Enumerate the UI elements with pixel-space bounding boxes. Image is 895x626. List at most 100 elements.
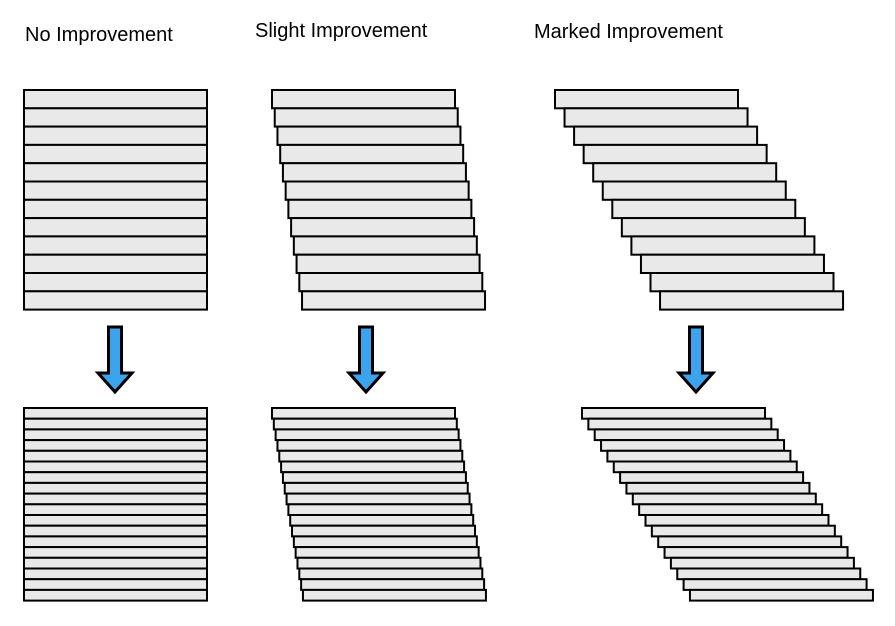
stack-bar xyxy=(676,567,862,581)
stack-bar xyxy=(291,524,477,538)
stack-bar xyxy=(657,535,843,549)
stack-bar xyxy=(592,162,778,183)
marked-improvement-bottom-stack xyxy=(581,407,874,602)
no-improvement-bottom-stack xyxy=(23,407,208,602)
stack-bar xyxy=(23,125,208,146)
stack-bar xyxy=(23,503,208,516)
stack-bar xyxy=(292,235,478,256)
stack-bar xyxy=(296,556,482,570)
stack-bar xyxy=(278,449,464,463)
stack-bar xyxy=(625,481,811,495)
stack-bar xyxy=(554,89,739,110)
stack-bar xyxy=(279,143,465,165)
stack-bar xyxy=(23,492,208,506)
stack-bar xyxy=(23,514,208,527)
stack-bar xyxy=(659,290,845,311)
stack-bar xyxy=(292,535,478,549)
stack-bar xyxy=(271,407,456,420)
slight-improvement-bottom-stack xyxy=(271,407,487,602)
panel-title-slight-improvement: Slight Improvement xyxy=(255,20,428,42)
slight-improvement-top-stack xyxy=(271,89,487,311)
stack-bar xyxy=(23,524,208,538)
stack-bar xyxy=(639,253,825,274)
stack-bar xyxy=(23,567,208,581)
stack-bar xyxy=(631,492,817,506)
no-improvement-top-stack xyxy=(23,89,208,311)
stack-bar xyxy=(23,180,208,201)
stack-bar xyxy=(23,162,208,183)
stack-bar xyxy=(23,535,208,549)
stack-bar xyxy=(23,428,208,442)
stack-bar xyxy=(276,439,462,452)
stack-bar xyxy=(23,143,208,165)
stack-bar xyxy=(593,428,779,442)
marked-improvement-top-stack xyxy=(554,89,845,311)
stack-bar xyxy=(23,253,208,274)
stack-bar xyxy=(295,253,481,274)
stack-bar xyxy=(300,578,486,591)
stack-bar xyxy=(587,417,773,431)
stack-bar xyxy=(611,198,797,220)
stack-bar xyxy=(301,588,487,602)
stack-bar xyxy=(23,417,208,431)
stack-bar xyxy=(287,198,473,220)
stack-bar xyxy=(23,89,208,110)
stack-bar xyxy=(301,290,487,311)
stack-bar xyxy=(298,567,484,581)
stack-bar xyxy=(23,578,208,591)
stack-bar xyxy=(287,503,473,516)
stack-bar xyxy=(638,503,824,516)
stack-bar xyxy=(23,217,208,238)
stack-bar xyxy=(290,217,476,238)
stack-bar xyxy=(563,107,749,128)
stack-bar xyxy=(23,546,208,559)
stack-bar xyxy=(23,235,208,256)
stack-bar xyxy=(23,272,208,293)
stack-bar xyxy=(271,89,456,110)
stack-bar xyxy=(23,460,208,474)
stack-bar xyxy=(23,471,208,484)
stack-bar xyxy=(682,578,868,591)
stack-bar xyxy=(23,481,208,495)
stack-bar xyxy=(644,514,830,527)
stack-bar xyxy=(284,180,470,201)
stack-bar xyxy=(298,272,484,293)
no-improvement-down-arrow-icon xyxy=(94,325,136,395)
stack-bar xyxy=(23,290,208,311)
stack-bar xyxy=(612,460,798,474)
stack-bar xyxy=(601,180,787,201)
stack-bar xyxy=(620,217,806,238)
stack-bar xyxy=(649,272,835,293)
stack-bar xyxy=(23,588,208,602)
panel-title-no-improvement: No Improvement xyxy=(25,24,173,46)
stack-bar xyxy=(280,460,466,474)
stack-bar xyxy=(274,428,460,442)
stack-bar xyxy=(23,556,208,570)
stack-bar xyxy=(582,143,768,165)
stack-bar xyxy=(294,546,480,559)
stack-bar xyxy=(272,417,458,431)
stack-bar xyxy=(619,471,805,484)
stack-bar xyxy=(276,125,462,146)
stack-bar xyxy=(283,481,469,495)
stack-bar xyxy=(281,162,467,183)
stack-bar xyxy=(23,439,208,452)
marked-improvement-down-arrow-icon xyxy=(675,325,717,395)
stack-bar xyxy=(573,125,759,146)
slight-improvement-down-arrow-icon xyxy=(345,325,387,395)
stack-bar xyxy=(273,107,459,128)
stack-bar xyxy=(581,407,766,420)
stack-bar xyxy=(650,524,836,538)
panel-title-marked-improvement: Marked Improvement xyxy=(534,21,723,43)
stack-bar xyxy=(23,198,208,220)
stack-bar xyxy=(630,235,816,256)
stack-bar xyxy=(289,514,475,527)
stack-bar xyxy=(23,407,208,420)
stack-bar xyxy=(285,492,471,506)
stack-bar xyxy=(23,449,208,463)
stack-bar xyxy=(23,107,208,128)
stack-bar xyxy=(663,546,849,559)
stack-bar xyxy=(606,449,792,463)
